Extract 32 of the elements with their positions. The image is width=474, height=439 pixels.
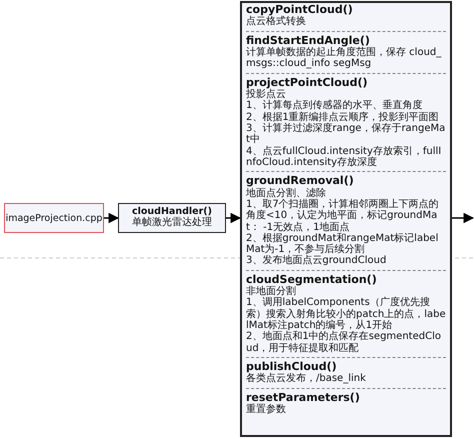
function-name: cloudSegmentation() bbox=[246, 270, 446, 286]
function-name: projectPointCloud() bbox=[246, 72, 446, 90]
file-box bbox=[4, 203, 104, 233]
function-name: resetParameters() bbox=[246, 388, 446, 404]
function-description: 投影点云 bbox=[246, 89, 286, 100]
function-name: cloudHandler() bbox=[131, 206, 213, 217]
function-description: 地面点分割、滤除 bbox=[246, 188, 327, 199]
function-name: publishCloud() bbox=[246, 356, 446, 374]
function-description: 1、取7个扫描圈，计算相邻两圈上下两点的角度<10，认定为地平面，标记groundMat： -1无效点，1地面点 bbox=[246, 198, 440, 233]
function-description: 单帧激光雷达处理 bbox=[131, 217, 213, 230]
function-description: 重置参数 bbox=[246, 404, 287, 416]
function-description: 点云格式转换 bbox=[246, 16, 307, 28]
function-description: 2、根据1重新编排点云顺序，投影到平面图 bbox=[246, 112, 440, 123]
function-list-panel bbox=[240, 1, 452, 437]
function-description: 非地面分割 bbox=[246, 286, 296, 298]
function-name: copyPointCloud() bbox=[246, 4, 354, 16]
function-description: 3、计算并过滤深度range，保存于rangeMat中 bbox=[246, 123, 446, 146]
function-description: 各类点云发布，/base_link bbox=[246, 373, 367, 385]
function-description: 1、计算每点到传感器的水平、垂直角度 bbox=[246, 100, 424, 112]
arrow bbox=[104, 212, 120, 224]
file-name: imageProjection.cpp bbox=[6, 212, 102, 224]
function-description: 2、地面点和1中的点保存在segmentedCloud，用于特征提取和匹配 bbox=[246, 331, 442, 354]
function-description: 计算单帧数据的起止角度范围，保存 cloud_msgs::cloud_info segMsg bbox=[246, 47, 442, 70]
function-box bbox=[118, 203, 226, 233]
function-description: 4、点云fullCloud.intensity存放索引，fullInfoCloud.intensity存放深度 bbox=[246, 146, 442, 168]
function-description: 3、发布地面点云groundCloud bbox=[246, 255, 388, 267]
arrow bbox=[226, 212, 242, 224]
function-name: findStartEndAngle() bbox=[246, 30, 446, 48]
arrow bbox=[452, 212, 474, 224]
function-name: groundRemoval() bbox=[246, 171, 446, 188]
function-description: 1、调用labelComponents（广度优先搜索）搜索入射角比较小的patch上的点，labelMat标注patch的编号，从1开始 bbox=[246, 297, 446, 332]
function-description: 2、根据groundMat和rangeMat标记labelMat为-1，不参与后续分割 bbox=[246, 232, 440, 256]
